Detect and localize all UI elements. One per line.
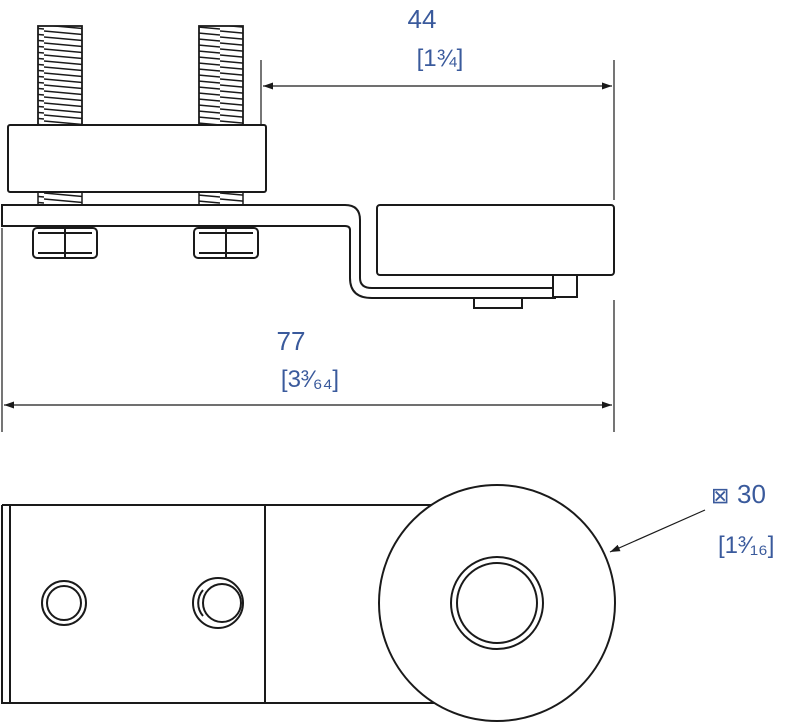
dimension-77-metric: 77	[277, 326, 306, 356]
dimension-77: 77 [3³⁄₆₄]	[1, 228, 615, 432]
dimension-diameter-30: ⊠ 30 [1³⁄₁₆]	[609, 479, 774, 559]
bolt-head-right	[192, 577, 244, 629]
nut-right	[193, 227, 259, 259]
dimension-44: 44 [1¾]	[260, 4, 615, 200]
axle-nut-bottom	[473, 297, 523, 309]
top-view	[1, 484, 616, 722]
dimension-44-imperial: [1¾]	[417, 45, 464, 72]
axle-tab	[552, 274, 578, 298]
bolt-head-left	[41, 580, 87, 626]
bolt-thread-right-lower	[198, 191, 244, 206]
bolt-thread-left	[37, 25, 83, 127]
dimension-77-imperial: [3³⁄₆₄]	[281, 366, 339, 393]
dimension-30-metric: 30	[737, 479, 766, 509]
side-view	[1, 25, 615, 309]
dimension-44-metric: 44	[408, 4, 437, 34]
wheel-side	[376, 204, 615, 276]
clamp-block	[7, 124, 267, 193]
bolt-thread-right	[198, 25, 244, 127]
wheel-top	[378, 484, 616, 722]
bolt-thread-left-lower	[37, 191, 83, 206]
nut-left	[32, 227, 98, 259]
dimension-30-imperial: [1³⁄₁₆]	[718, 532, 774, 559]
diameter-symbol: ⊠	[711, 483, 729, 508]
